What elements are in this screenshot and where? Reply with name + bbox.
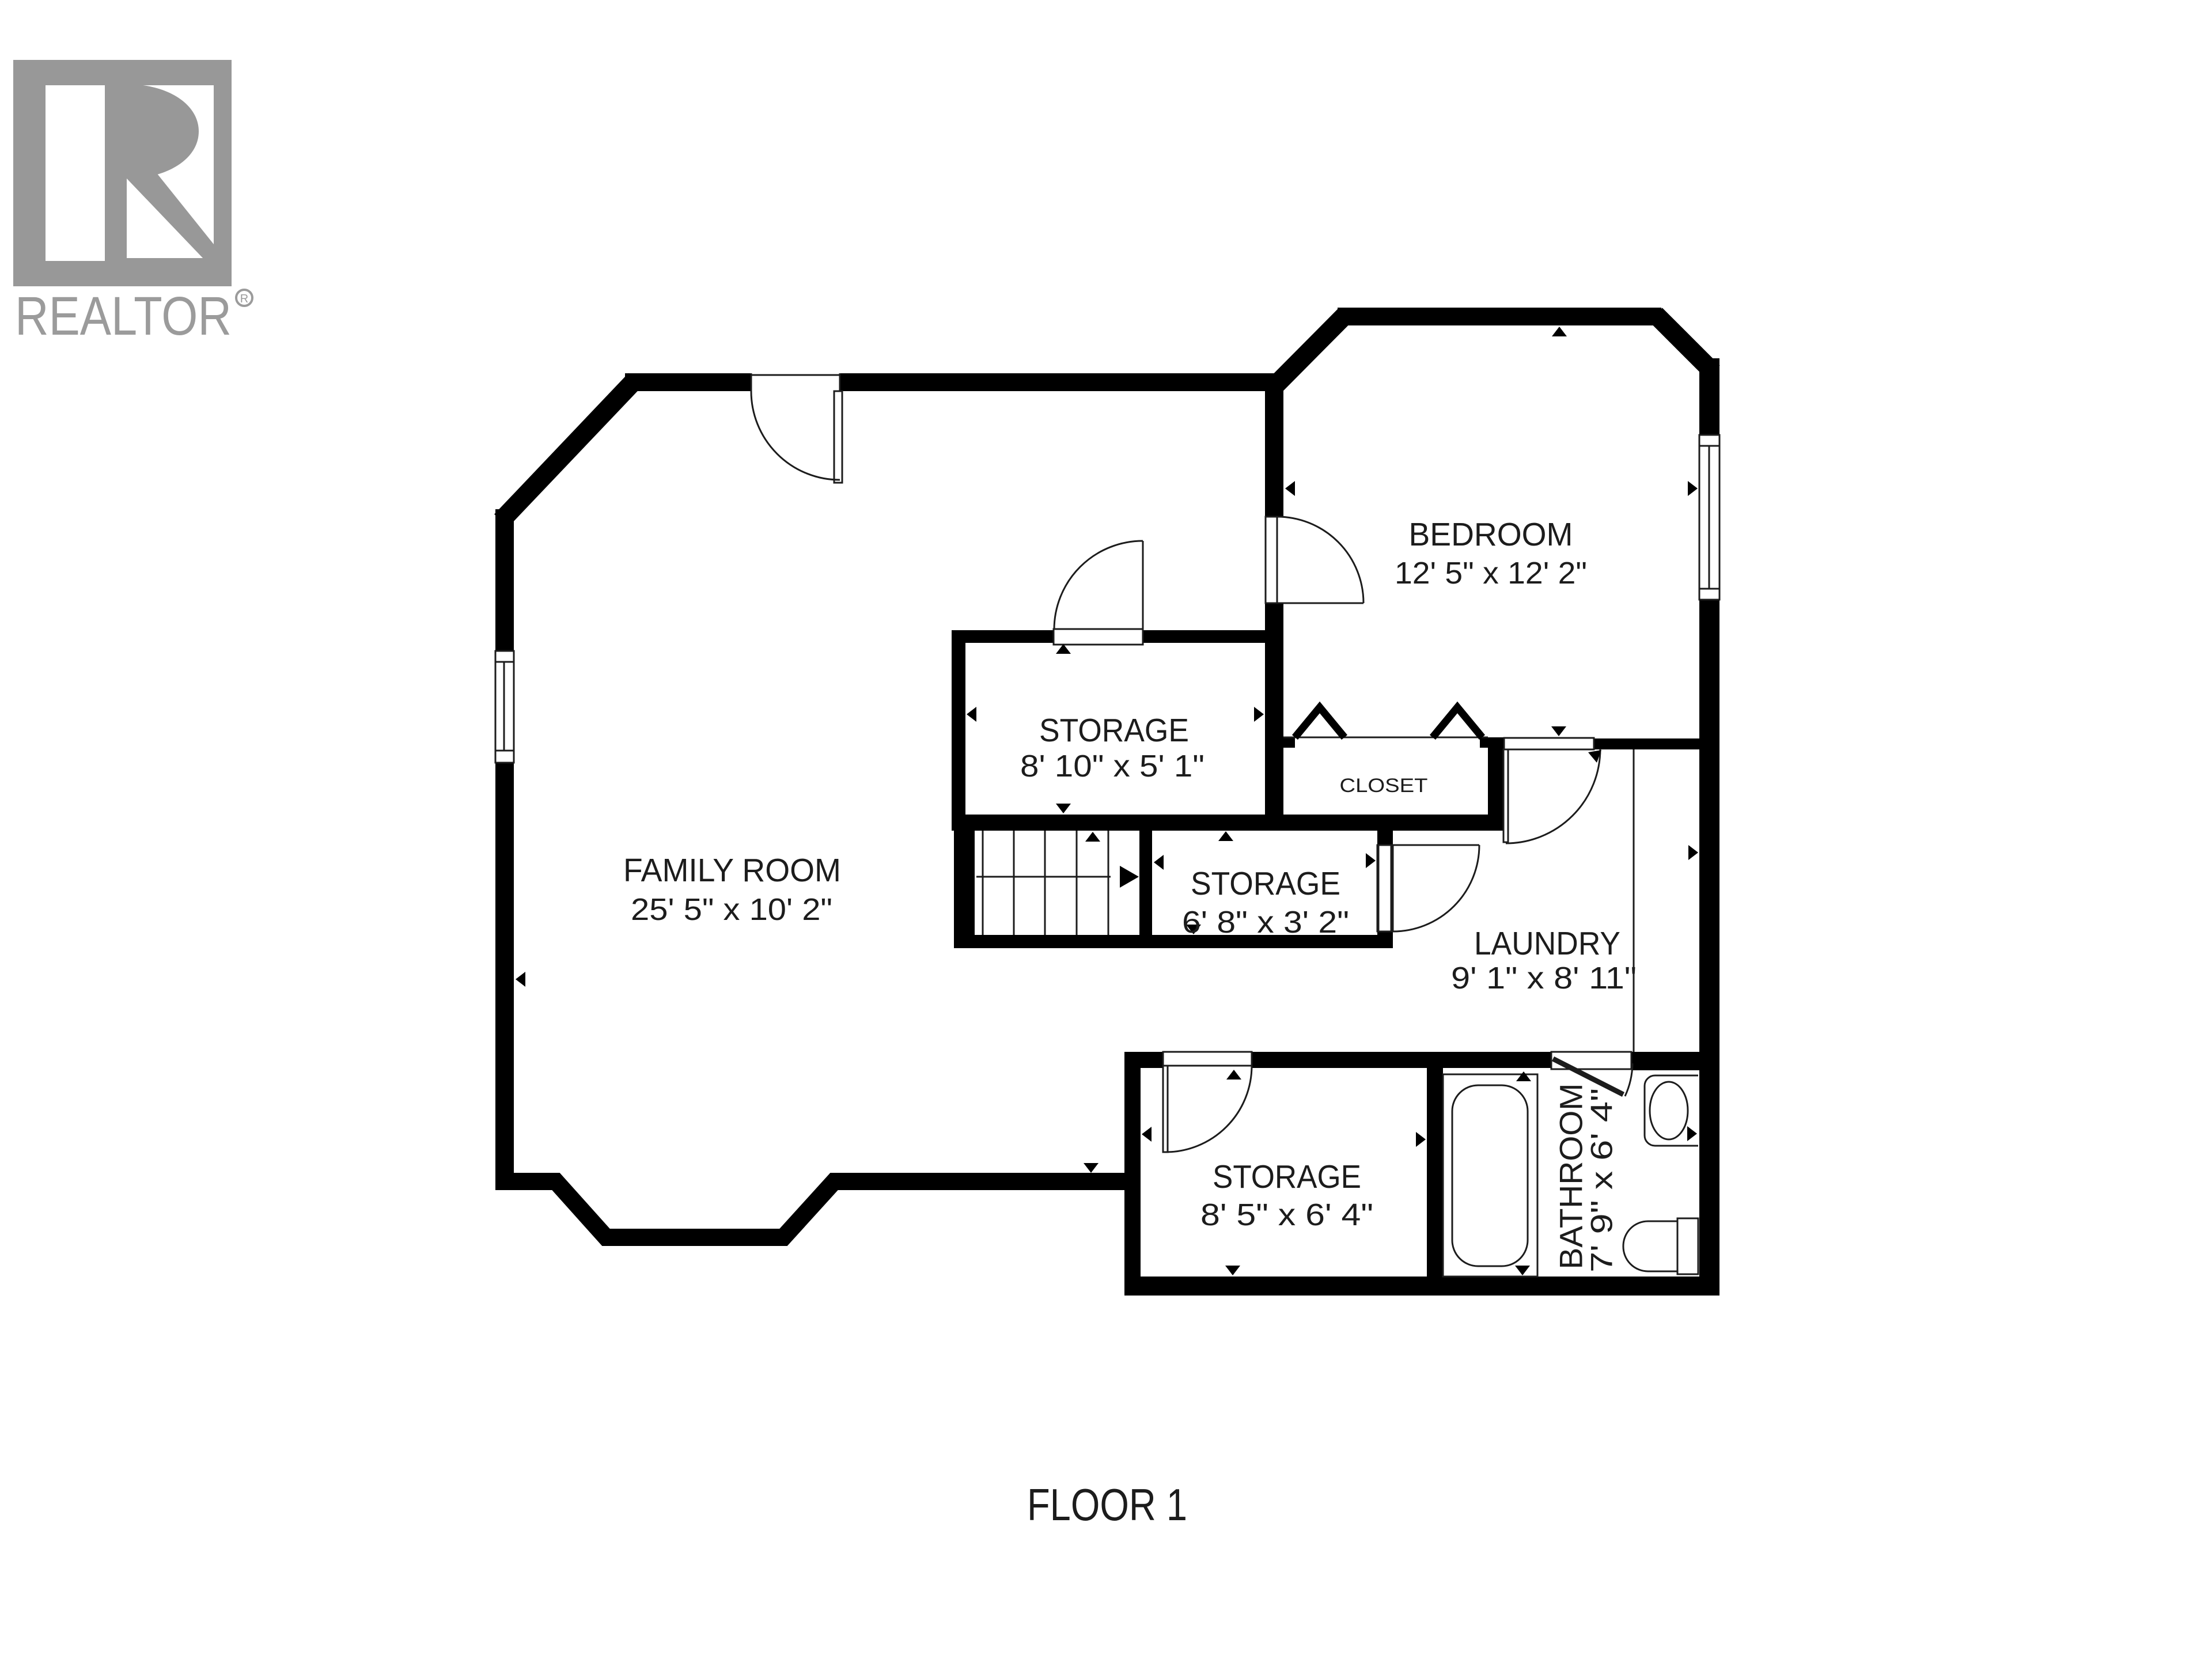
svg-text:FAMILY ROOM: FAMILY ROOM [623,852,841,889]
svg-text:BATHROOM: BATHROOM [1553,1084,1589,1270]
svg-text:6' 8" x 3' 2": 6' 8" x 3' 2" [1182,905,1349,940]
svg-text:7' 9" x 6' 4": 7' 9" x 6' 4" [1585,1088,1619,1272]
svg-text:REALTOR: REALTOR [15,286,232,347]
svg-text:CLOSET: CLOSET [1340,775,1428,797]
svg-text:25' 5" x 10' 2": 25' 5" x 10' 2" [631,892,832,927]
svg-text:FLOOR 1: FLOOR 1 [1027,1479,1187,1530]
svg-text:LAUNDRY: LAUNDRY [1474,925,1620,962]
svg-text:12' 5" x 12' 2": 12' 5" x 12' 2" [1395,556,1587,590]
svg-text:9' 1" x 8' 11": 9' 1" x 8' 11" [1451,961,1637,995]
svg-text:BEDROOM: BEDROOM [1409,516,1573,553]
svg-text:8' 10" x 5' 1": 8' 10" x 5' 1" [1020,749,1205,783]
svg-text:STORAGE: STORAGE [1213,1158,1361,1195]
svg-text:8' 5" x 6' 4": 8' 5" x 6' 4" [1200,1198,1373,1232]
svg-text:STORAGE: STORAGE [1191,865,1340,902]
svg-text:STORAGE: STORAGE [1039,712,1189,749]
svg-text:R: R [240,293,248,305]
